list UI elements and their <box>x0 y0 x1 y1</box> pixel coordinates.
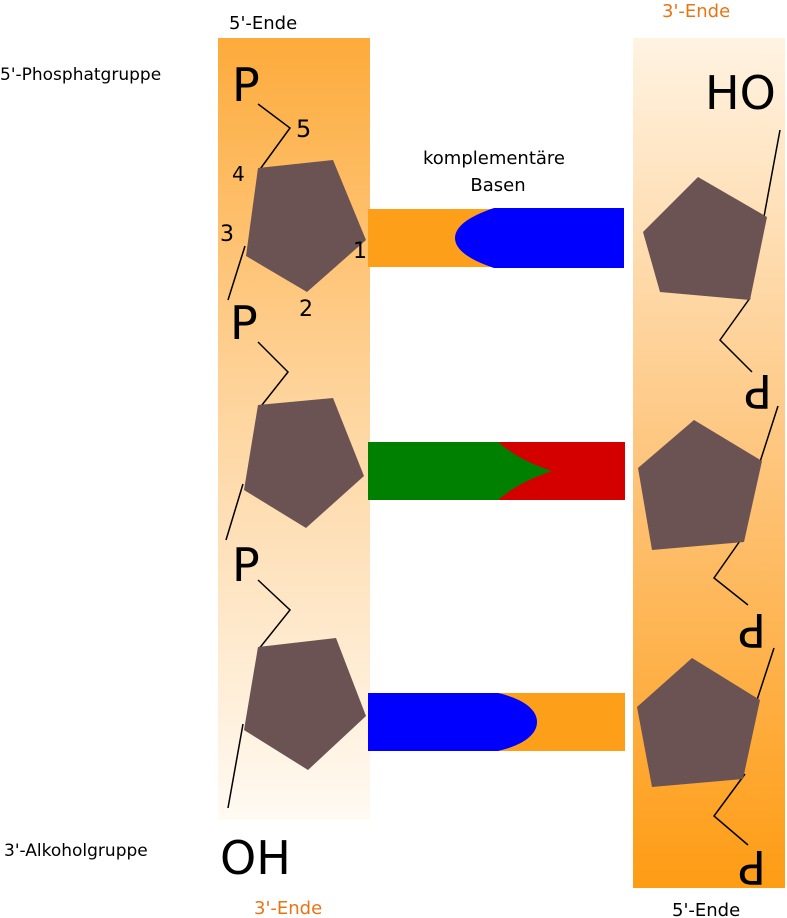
base-green <box>368 442 552 500</box>
base-pair-1 <box>368 208 624 268</box>
right-top-end-label: 3'-Ende <box>662 1 730 22</box>
right-strand-bonds <box>712 129 781 846</box>
complementary-bases-label-line2: Basen <box>470 175 525 196</box>
sugar-pentagon <box>643 177 767 300</box>
sugar-pentagon <box>244 398 364 528</box>
left-top-end-label: 5'-Ende <box>229 13 297 34</box>
ring-number-1: 1 <box>353 239 367 264</box>
ring-number-3: 3 <box>220 222 234 247</box>
phosphate-symbol-rotated: P <box>738 840 766 894</box>
ring-number-5: 5 <box>296 115 311 143</box>
sugar-pentagon <box>637 658 760 787</box>
hydroxyl-symbol: HO <box>705 66 776 120</box>
base-blue <box>368 693 537 751</box>
left-bottom-end-label: 3'-Ende <box>254 898 322 918</box>
phosphate-symbol: P <box>232 58 260 112</box>
phosphate-group-label: 5'-Phosphatgruppe <box>0 65 161 85</box>
hydroxyl-symbol: OH <box>220 831 291 885</box>
sugar-pentagon <box>244 638 366 770</box>
base-pair-3 <box>368 693 625 751</box>
sugar-pentagon <box>246 160 366 292</box>
phosphate-symbol-rotated: P <box>744 364 772 418</box>
left-strand-bonds <box>225 103 292 809</box>
complementary-bases-label-line1: komplementäre <box>423 148 565 169</box>
right-bottom-end-label: 5'-Ende <box>672 900 740 918</box>
phosphate-symbol-rotated: P <box>738 603 766 657</box>
sugar-pentagon <box>638 420 762 550</box>
phosphate-symbol: P <box>232 538 260 592</box>
base-pair-2 <box>368 442 625 500</box>
ring-number-2: 2 <box>299 297 313 322</box>
base-blue <box>455 208 624 268</box>
ring-number-4: 4 <box>232 162 245 186</box>
phosphate-symbol: P <box>230 296 258 350</box>
alcohol-group-label: 3'-Alkoholgruppe <box>4 841 148 861</box>
